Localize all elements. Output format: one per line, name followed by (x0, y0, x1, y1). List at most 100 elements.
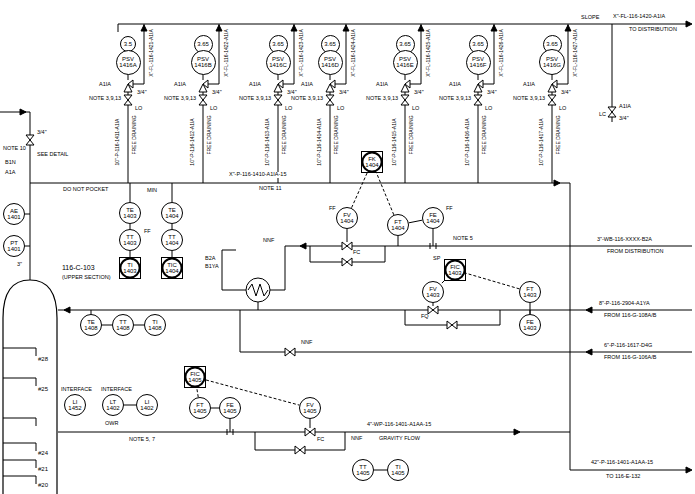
pipe-line (130, 183, 131, 202)
dcs-circle-line (120, 258, 139, 277)
psv-body (278, 80, 283, 88)
flow-arrow (291, 25, 297, 31)
tag-number: 1401 (7, 246, 20, 252)
valve-symbol (26, 135, 34, 145)
tag-letters: LT (110, 399, 117, 405)
flow-arrow (514, 429, 520, 435)
annotation: NNF (300, 340, 313, 346)
annotation: 10"-P-116-1413-A1IA (265, 117, 270, 166)
heat-exchanger (246, 278, 270, 302)
orifice (430, 243, 436, 249)
annotation: NOTE 5 (452, 236, 474, 242)
instrument-bubble: TT1405 (352, 459, 374, 481)
tag-letters: TT (359, 464, 366, 470)
flow-arrow (216, 25, 222, 31)
tag-number: 1404 (426, 218, 439, 224)
annotation: NNF (350, 436, 363, 442)
signal-connector (466, 273, 519, 289)
flow-arrow (343, 25, 349, 31)
pipe-line (58, 310, 692, 311)
tag-number: 1403 (523, 292, 536, 298)
tag-number: 1404 (365, 162, 378, 168)
annotation: MIN (146, 188, 158, 194)
signal-line (197, 388, 198, 397)
tag-letters: TI (152, 319, 157, 325)
valve-symbol (199, 95, 207, 105)
annotation: NOTE 5, 7 (128, 437, 156, 443)
pipe-line (240, 310, 692, 352)
annotation: A1IA (375, 82, 389, 88)
annotation: SEE DETAIL (36, 152, 69, 158)
instrument-bubble: TE1403 (119, 202, 141, 224)
pipe-line (310, 246, 385, 262)
tag-number: 1405 (391, 470, 404, 476)
dcs-circle-line (185, 367, 204, 386)
valve-symbol (326, 95, 334, 105)
annotation: 10"-P-116-1411-A1IA (115, 118, 120, 167)
tag-letters: LI (72, 399, 77, 405)
instrument-bubble: TI1405 (387, 459, 409, 481)
tray-number: #21 (38, 466, 48, 472)
annotation: FREE DRAINING (409, 114, 414, 155)
tag-letters: TIC (167, 262, 177, 268)
tag-letters: FIC (450, 264, 460, 270)
tag-number: 1404 (391, 225, 404, 231)
signal-connector (351, 173, 367, 208)
annotation: LO (284, 106, 293, 112)
flow-arrow (586, 307, 592, 313)
tag-letters: PT (10, 240, 18, 246)
annotation: X"-FL-116-1423-A1IA (299, 28, 304, 78)
instrument-bubble: TT1404 (161, 229, 183, 251)
tag-letters: FT (196, 402, 203, 408)
tray-line (3, 476, 36, 484)
flow-arrow (64, 307, 70, 313)
valve-symbol (342, 242, 352, 250)
annotation: X"-FL-116-1421-A1IA (149, 28, 154, 78)
instrument-bubble: FT1403 (519, 281, 541, 303)
tag-letters: TE (126, 207, 134, 213)
tag-letters: TT (119, 319, 126, 325)
annotation: FF (328, 206, 337, 212)
instrument-bubble: PSV1416G (539, 49, 565, 75)
annotation: LO (336, 106, 345, 112)
tag-number: 1408 (148, 325, 161, 331)
annotation: TO DISTRIBUTION (628, 27, 678, 33)
valve-symbol (295, 446, 305, 454)
tag-letters: FV (429, 286, 437, 292)
tag-number: 1401 (7, 214, 20, 220)
annotation: B2A (204, 256, 216, 262)
pipe-line (433, 229, 434, 246)
tag-letters: PSV (272, 56, 284, 62)
annotation: LO (134, 106, 143, 112)
flow-arrow (686, 21, 692, 27)
tag-number: 1404 (165, 268, 178, 274)
dcs-instrument: FK1404 (361, 151, 383, 173)
tray-line (3, 378, 36, 386)
pipe-line (203, 92, 204, 183)
annotation: A1IA (300, 82, 314, 88)
annotation: X"-FL-116-1424-A1IA (351, 28, 356, 78)
tag-number: 1408 (84, 325, 97, 331)
tag-letters: FE (226, 402, 234, 408)
instrument-bubble: TI1408 (144, 314, 166, 336)
instrument-bubble: TE1408 (80, 314, 102, 336)
psv-body (552, 80, 557, 88)
tray-line (3, 460, 36, 468)
annotation: LO (558, 106, 567, 112)
annotation: GRAVITY FLOW (378, 436, 421, 442)
annotation: LO (411, 106, 420, 112)
valve-symbol (608, 107, 616, 117)
annotation: TO 116-E-132 (605, 474, 641, 480)
annotation: 3/4" (36, 130, 48, 136)
instrument-bubble: AE1401 (3, 203, 25, 225)
signal-connector (409, 220, 422, 223)
signal-connector (377, 173, 394, 215)
annotation: FROM 116-G-106A/B (603, 355, 657, 361)
annotation: 3/4" (211, 90, 223, 96)
tag-number: 3.5 (124, 41, 132, 47)
signal-line (134, 325, 144, 326)
signal-line (351, 173, 367, 208)
psv-body (478, 80, 483, 88)
psv-body (330, 80, 335, 88)
